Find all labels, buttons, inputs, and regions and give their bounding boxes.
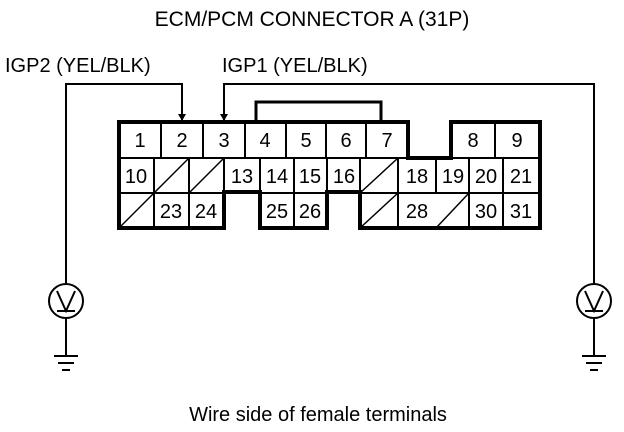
igp1-wire-label: IGP1 (YEL/BLK)	[222, 55, 368, 77]
igp1-probe-tip	[220, 114, 228, 121]
pin-1: 1	[134, 130, 145, 152]
igp1-probe-wire	[223, 83, 595, 284]
pin-4: 4	[259, 130, 270, 152]
pin-2: 2	[176, 130, 187, 152]
pin-26: 26	[299, 201, 321, 223]
ground-icon	[54, 355, 78, 371]
pin-18: 18	[406, 166, 428, 188]
pin-28: 28	[406, 201, 428, 223]
pin-3: 3	[218, 130, 229, 152]
pin-25: 25	[266, 201, 288, 223]
ground-icon	[582, 355, 606, 371]
pin-10: 10	[125, 166, 147, 188]
pin-20: 20	[475, 166, 497, 188]
pin-30: 30	[475, 201, 497, 223]
igp2-probe-wire	[65, 83, 183, 284]
igp2-probe-tip	[178, 114, 186, 121]
connector-grid	[119, 122, 540, 228]
diagram-title: ECM/PCM CONNECTOR A (31P)	[155, 8, 470, 31]
diagram-caption: Wire side of female terminals	[189, 404, 447, 426]
pin-19: 19	[442, 166, 464, 188]
voltmeter-icon	[576, 283, 612, 319]
pin-24: 24	[195, 201, 217, 223]
unused-cavity-marks	[118, 157, 470, 229]
voltmeter-icon	[48, 283, 84, 319]
pin-16: 16	[333, 166, 355, 188]
pin-7: 7	[381, 130, 392, 152]
pin-14: 14	[266, 166, 288, 188]
pin-8: 8	[467, 130, 478, 152]
pin-labels: 1 2 3 4 5 6 7 8 9 10 13 14 15 16 18 19 2…	[125, 130, 532, 223]
pin-23: 23	[160, 201, 182, 223]
pin-21: 21	[510, 166, 532, 188]
igp2-wire-label: IGP2 (YEL/BLK)	[5, 55, 151, 77]
pin-6: 6	[340, 130, 351, 152]
pin-31: 31	[510, 201, 532, 223]
pin-5: 5	[300, 130, 311, 152]
connector-key	[254, 100, 383, 122]
pin-15: 15	[299, 166, 321, 188]
pin-13: 13	[231, 166, 253, 188]
pin-9: 9	[511, 130, 522, 152]
